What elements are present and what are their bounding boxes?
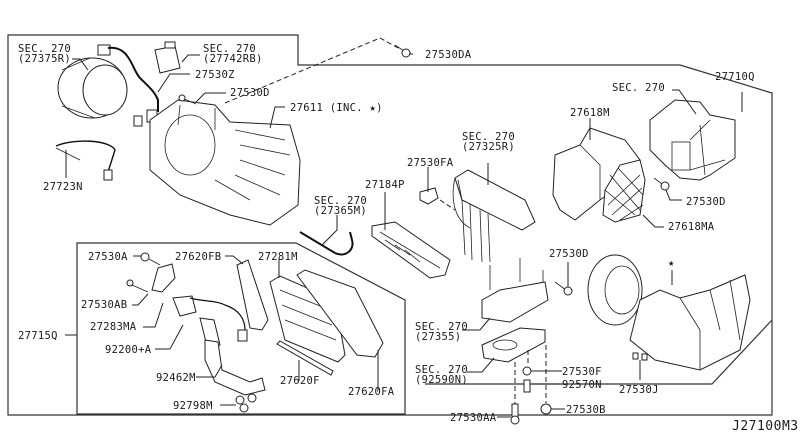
label-sec-270-top: SEC. 270 bbox=[612, 82, 665, 94]
label-27620fa: 27620FA bbox=[348, 386, 395, 398]
label-92462m: 92462M bbox=[156, 372, 196, 384]
label-sec-27375r-line2: (27375R) bbox=[18, 53, 71, 65]
pin-92570n bbox=[523, 379, 531, 393]
label-sec-27742rb-line2: (27742RB) bbox=[203, 53, 263, 65]
screw-27530ab bbox=[126, 279, 149, 293]
label-27530b: 27530B bbox=[566, 404, 606, 416]
star-marker-icon: ★ bbox=[668, 257, 675, 269]
label-27530d-top: 27530D bbox=[230, 87, 270, 99]
nut-27530b bbox=[540, 403, 552, 415]
intake-housing bbox=[587, 254, 751, 371]
pipe-92462m bbox=[204, 339, 266, 396]
label-27723n: 27723N bbox=[43, 181, 83, 193]
label-27530z: 27530Z bbox=[195, 69, 235, 81]
label-sec-27365m-line2: (27365M) bbox=[314, 205, 367, 217]
label-27530j: 27530J bbox=[619, 384, 659, 396]
subassembly-frame bbox=[76, 242, 406, 415]
label-27530f: 27530F bbox=[562, 366, 602, 378]
label-sec-92590n-line1: SEC. 270 bbox=[415, 364, 468, 376]
label-27184p: 27184P bbox=[365, 179, 405, 191]
label-27618ma: 27618MA bbox=[668, 221, 715, 233]
blower-case-27611 bbox=[149, 99, 301, 226]
label-27530fa: 27530FA bbox=[407, 157, 454, 169]
resistor-27742rb bbox=[154, 41, 181, 74]
duct-27710q bbox=[649, 99, 736, 181]
seal-27620f bbox=[276, 340, 334, 376]
label-27611: 27611 (INC. ★) bbox=[290, 102, 383, 114]
label-27530aa: 27530AA bbox=[450, 412, 497, 424]
dashed-leader-27530da bbox=[224, 37, 401, 104]
label-92200a: 92200+A bbox=[105, 344, 152, 356]
clip-27530j bbox=[632, 352, 648, 361]
label-sec-27742rb-line1: SEC. 270 bbox=[203, 43, 256, 55]
heater-core-27325r bbox=[452, 169, 536, 263]
sensor-27283ma bbox=[172, 295, 248, 342]
wire-27365m bbox=[299, 231, 354, 256]
label-27530ab: 27530AB bbox=[81, 299, 127, 311]
diagram-code: J27100M3 bbox=[732, 419, 799, 434]
outer-frame bbox=[7, 34, 773, 416]
label-sec-27365m-line1: SEC. 270 bbox=[314, 195, 367, 207]
label-27715q: 27715Q bbox=[18, 330, 58, 342]
label-27530da: 27530DA bbox=[425, 49, 472, 61]
label-sec-27375r-line1: SEC. 270 bbox=[18, 43, 71, 55]
label-sec-27325r-line1: SEC. 270 bbox=[462, 131, 515, 143]
clip-27530fa bbox=[419, 187, 456, 211]
screw-27530d-mid bbox=[554, 281, 573, 296]
lower-right-frame bbox=[425, 319, 773, 385]
bracket-27355 bbox=[481, 258, 549, 323]
label-sec-92590n-line2: (92590N) bbox=[415, 374, 468, 386]
screw-27530a bbox=[140, 252, 161, 266]
label-sec-27355-line2: (27355) bbox=[415, 331, 461, 343]
bracket-clip bbox=[151, 263, 176, 293]
screw-27530da bbox=[394, 44, 411, 58]
label-27620f: 27620F bbox=[280, 375, 320, 387]
seal-27620fa bbox=[296, 269, 384, 358]
blower-motor bbox=[57, 57, 128, 119]
label-92570n: 92570N bbox=[562, 379, 602, 391]
label-27530a: 27530A bbox=[88, 251, 128, 263]
bolt-27530aa bbox=[510, 403, 520, 425]
leader-lines bbox=[65, 53, 743, 418]
seal-27620fb bbox=[236, 259, 269, 331]
filter-27618ma bbox=[602, 159, 646, 223]
drain-27184p bbox=[371, 221, 451, 279]
o-ring-92798m bbox=[235, 393, 257, 413]
label-27530d-mid: 27530D bbox=[549, 248, 589, 260]
plate-92590n bbox=[481, 327, 547, 405]
screw-27530d-top bbox=[178, 94, 197, 105]
label-27281m: 27281M bbox=[258, 251, 298, 263]
label-92798m: 92798M bbox=[173, 400, 213, 412]
label-27530d-right: 27530D bbox=[686, 196, 726, 208]
label-27283ma: 27283MA bbox=[90, 321, 137, 333]
sensor-27723n bbox=[55, 140, 116, 181]
screw-27530d-right bbox=[653, 177, 670, 191]
label-27620fb: 27620FB bbox=[175, 251, 221, 263]
label-sec-27325r-line2: (27325R) bbox=[462, 141, 515, 153]
label-27710q: 27710Q bbox=[715, 71, 755, 83]
label-27618m: 27618M bbox=[570, 107, 610, 119]
label-sec-27355-line1: SEC. 270 bbox=[415, 321, 468, 333]
clip-27530f bbox=[522, 366, 532, 376]
